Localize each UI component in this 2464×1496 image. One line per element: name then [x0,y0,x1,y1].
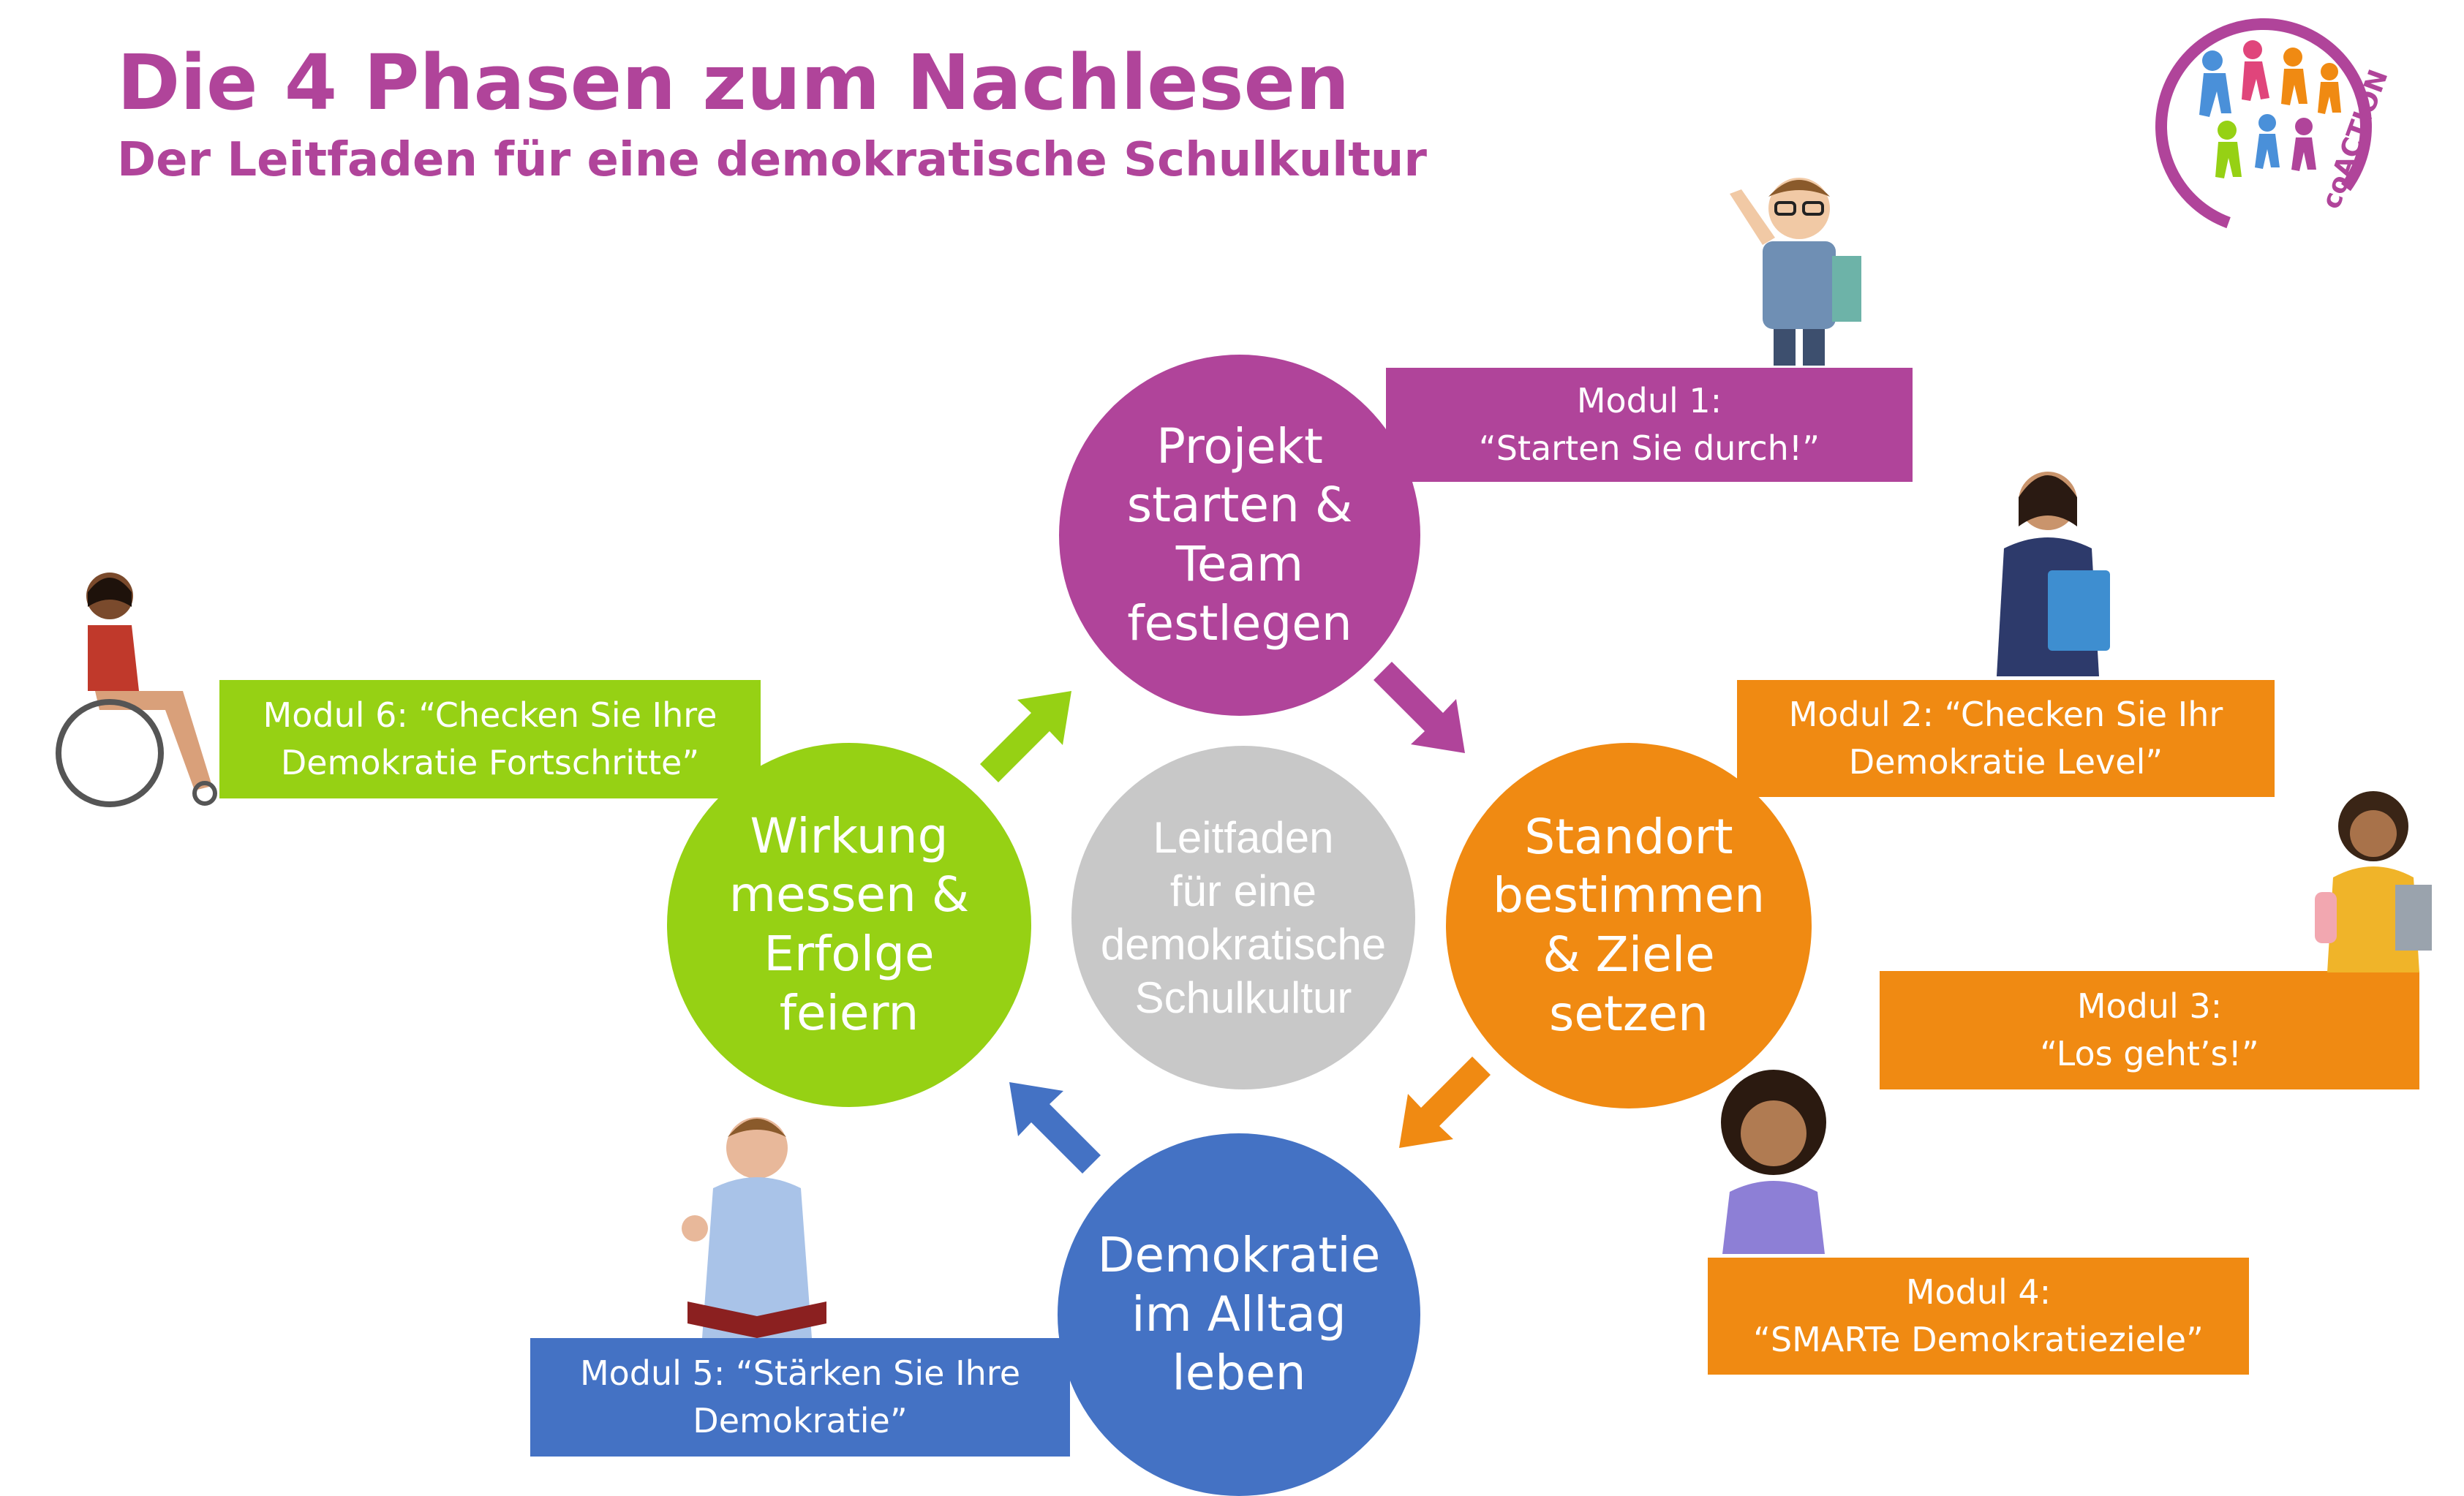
center-guide-circle: Leitfaden für eine demokratische Schulku… [1071,746,1415,1089]
module-box-5: Modul 5: “Stärken Sie Ihre Demokratie” [530,1338,1070,1457]
woman-with-folder-icon [1997,472,2110,676]
module-box-6: Modul 6: “Checken Sie Ihre Demokratie Fo… [219,680,761,798]
arrow-down-right-icon [1374,662,1465,753]
page-subtitle: Der Leitfaden für eine demokratische Sch… [117,133,1427,187]
module-box-4: Modul 4: “SMARTe Demokratieziele” [1708,1258,2249,1375]
girl-smiling-icon [1721,1070,1826,1254]
module-box-3: Modul 3: “Los geht’s!” [1880,971,2419,1089]
phase-circle-project: Projekt starten & Team festlegen [1059,355,1420,716]
arrow-up-left-icon [1009,1082,1101,1174]
arrow-up-right-icon [980,691,1071,782]
page-title: Die 4 Phasen zum Nachlesen [117,38,1350,127]
module-box-1: Modul 1: “Starten Sie durch!” [1386,368,1913,482]
phase-circle-wirkung: Wirkung messen & Erfolge feiern [667,743,1031,1107]
module-box-2: Modul 2: “Checken Sie Ihr Demokratie Lev… [1737,680,2275,797]
man-with-book-icon [682,1117,826,1338]
phase-circle-standort: Standort bestimmen & Ziele setzen [1446,743,1812,1108]
student-with-books-icon [2315,791,2432,972]
phase-circle-demokratie: Demokratie im Alltag leben [1058,1133,1420,1496]
arrow-down-left-icon [1399,1057,1491,1148]
child-with-glasses-icon [1730,178,1861,366]
woman-in-wheelchair-icon [56,573,217,807]
coaction-logo: coACTION [2155,18,2395,235]
people-icon [2199,40,2341,178]
